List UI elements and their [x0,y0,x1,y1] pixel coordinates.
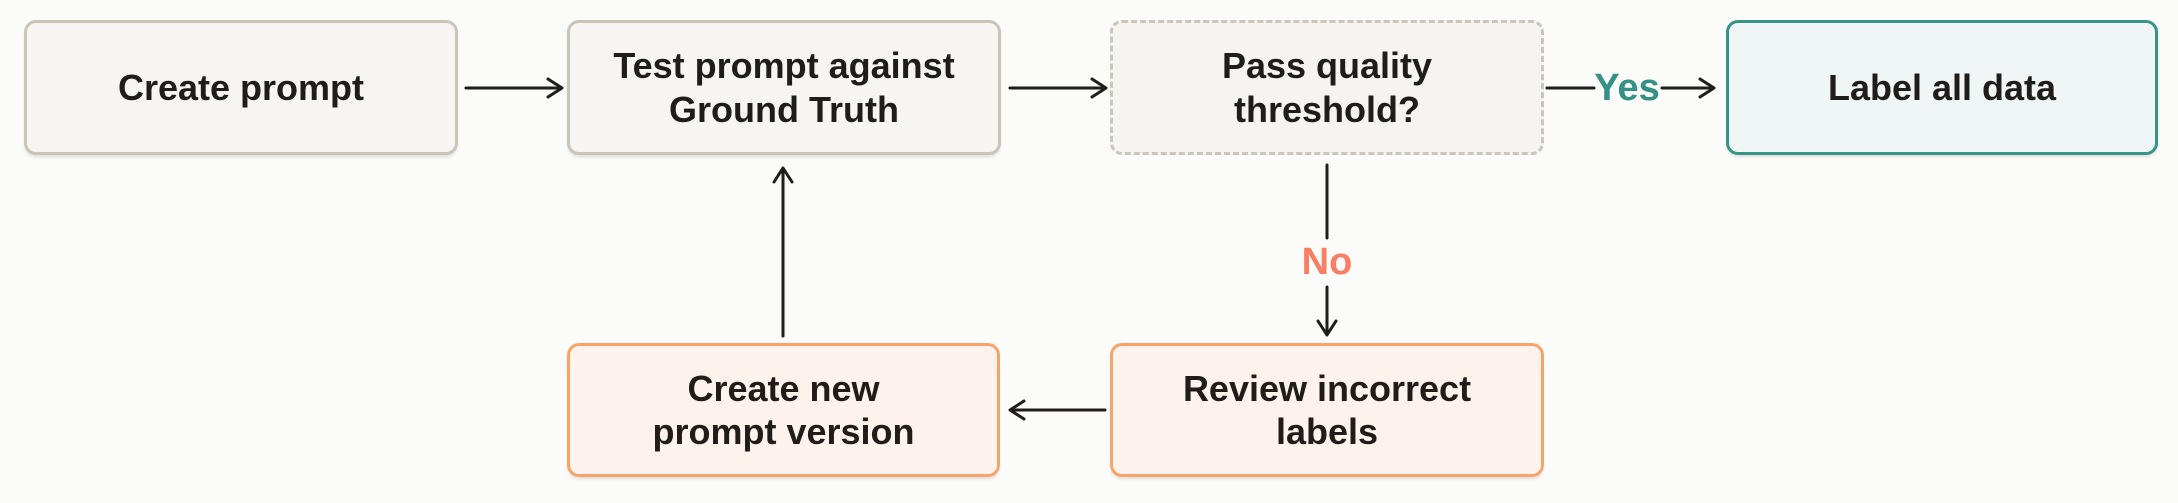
node-pass-quality-threshold: Pass quality threshold? [1110,20,1544,155]
node-review-incorrect-labels-label: Review incorrect labels [1182,367,1472,452]
node-label-all-data-label: Label all data [1827,66,2057,108]
arrow-test-to-threshold [1008,77,1108,99]
node-create-prompt: Create prompt [24,20,458,155]
arrow-review-to-create-new [1008,399,1107,421]
arrow-create-to-test [464,77,564,99]
node-pass-quality-threshold-label: Pass quality threshold? [1221,45,1433,130]
node-create-prompt-label: Create prompt [117,66,365,108]
edge-label-yes: Yes [1594,67,1660,109]
node-create-new-prompt-version: Create new prompt version [567,343,1000,477]
node-label-all-data: Label all data [1726,20,2158,155]
node-create-new-prompt-version-label: Create new prompt version [652,367,915,452]
node-review-incorrect-labels: Review incorrect labels [1110,343,1544,477]
edge-label-no: No [1301,241,1353,283]
arrow-create-new-to-test [772,166,794,338]
node-test-prompt: Test prompt against Ground Truth [567,20,1001,155]
node-test-prompt-label: Test prompt against Ground Truth [613,45,955,130]
